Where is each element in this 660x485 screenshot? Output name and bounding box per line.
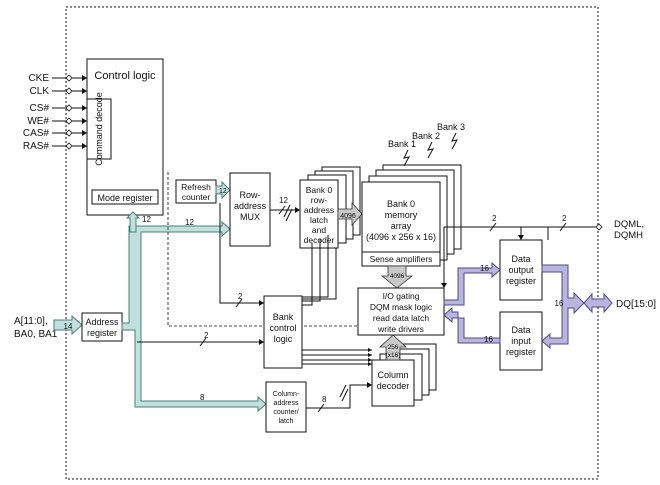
sense-4096-bus <box>380 265 414 289</box>
row-latch-label-1: Bank 0 <box>306 185 333 195</box>
pin-ras: RAS# <box>23 141 50 152</box>
address-register-block <box>81 312 123 342</box>
mode-register-block <box>91 189 159 205</box>
col-256-bus <box>378 334 408 361</box>
column-decoder-label-1: Column <box>377 370 408 380</box>
refresh-counter-label-2: counter <box>182 192 211 202</box>
bus-width-ctrl: 12 <box>142 215 151 224</box>
io-in-width: 16 <box>484 335 493 344</box>
dqm-label-1: DQML, <box>614 219 644 230</box>
io-gating-block <box>357 287 445 336</box>
io-gating-label-4: write drivers <box>377 324 424 334</box>
dq-bus <box>541 264 585 350</box>
address-register-label-2: register <box>87 328 117 338</box>
address-bus-main <box>121 220 267 413</box>
row-mux-label-3: MUX <box>240 212 260 222</box>
dq-pin-arrow <box>583 292 613 314</box>
column-counter-label-3: counter/ <box>273 409 298 416</box>
io-gating-label-2: DQM mask logic <box>370 302 433 312</box>
dqm-width-a: 2 <box>492 214 497 223</box>
command-decode-label: Command decode <box>94 92 104 166</box>
sense-4096-width: 4096 <box>390 273 405 280</box>
memory-label-1: Bank 0 <box>387 199 415 209</box>
io-to-output-bus <box>443 261 501 306</box>
row-latch-label-4: latch <box>310 215 328 225</box>
sense-amplifiers-label: Sense amplifiers <box>370 254 433 264</box>
bank-control-label-2: control <box>269 323 296 333</box>
bank2-label: Bank 2 <box>412 131 440 141</box>
mode-register-label: Mode register <box>97 193 152 203</box>
data-output-label-2: output <box>508 265 534 275</box>
dq-width: 16 <box>555 299 564 308</box>
pin-cs: CS# <box>30 103 50 114</box>
data-input-label-1: Data <box>511 325 530 335</box>
bank-control-label-1: Bank <box>273 312 294 322</box>
col-counter-out-width: 8 <box>322 395 327 404</box>
row-mux-label-2: address <box>234 201 267 211</box>
column-counter-label-1: Column- <box>273 391 300 398</box>
address-input-label-2: BA0, BA1 <box>14 329 58 340</box>
dqm-width-b: 2 <box>562 214 567 223</box>
row-4096-width: 4096 <box>340 213 356 220</box>
column-decoder-block <box>371 359 415 407</box>
address-input-label-1: A[11:0], <box>14 316 48 327</box>
row-mux-out-width: 12 <box>279 196 288 205</box>
control-logic-label: Control logic <box>94 70 156 82</box>
io-gating-label-3: read data latch <box>373 313 430 323</box>
bus-width-bank-addr: 2 <box>204 331 209 340</box>
column-counter-label-2: address <box>274 400 299 407</box>
row-4096-bus <box>337 201 363 227</box>
refresh-counter-label-1: Refresh <box>181 182 211 192</box>
column-decoder-label-2: decoder <box>377 381 410 391</box>
address-register-label-1: Address <box>85 317 119 327</box>
row-mux-block <box>229 172 271 247</box>
bus-width-12: 12 <box>185 218 194 227</box>
col-256-width-1: 256 <box>388 344 399 351</box>
pin-cas: CAS# <box>23 128 50 139</box>
pin-clk: CLK <box>30 86 50 97</box>
control-input-pins: CKE CLK CS# WE# CAS# RAS# <box>23 73 87 152</box>
row-latch-label-3: address <box>304 205 334 215</box>
data-output-label-3: register <box>506 276 536 286</box>
input-to-io-bus <box>443 306 501 344</box>
bank3-label: Bank 3 <box>437 122 465 132</box>
data-input-register-block <box>499 311 543 371</box>
column-counter-label-4: latch <box>279 418 294 425</box>
address-input-width: 14 <box>64 322 73 331</box>
pin-we: WE# <box>27 116 49 127</box>
row-mux-label-1: Row- <box>239 190 260 200</box>
bank1-label: Bank 1 <box>388 139 416 149</box>
pin-cke: CKE <box>28 73 49 84</box>
bus-width-8: 8 <box>200 393 205 402</box>
io-gating-label-1: I/O gating <box>383 291 420 301</box>
bank-control-label-3: logic <box>274 334 293 344</box>
bank-control-block <box>263 295 303 369</box>
address-input-bus <box>53 314 83 336</box>
refresh-bus <box>215 180 231 200</box>
row-latch-label-2: row- <box>311 195 328 205</box>
refresh-bus-width: 12 <box>219 188 227 195</box>
command-decode-block <box>86 98 112 160</box>
dqm-label-2: DQMH <box>614 230 643 241</box>
address-bus-to-control <box>125 211 141 233</box>
data-output-label-1: Data <box>511 254 530 264</box>
col-256-width-2: (x16) <box>386 352 401 359</box>
memory-label-3: array <box>391 221 412 231</box>
row-latch-label-5: and <box>312 225 326 235</box>
data-input-label-3: register <box>506 347 536 357</box>
memory-label-4: (4096 x 256 x 16) <box>366 232 436 242</box>
memory-array-stack <box>361 164 462 267</box>
dq-label: DQ[15:0] <box>616 299 656 310</box>
bus-width-bank-ctrl: 2 <box>238 292 243 301</box>
chip-boundary <box>65 6 599 480</box>
memory-label-2: memory <box>385 210 418 220</box>
io-out-width: 16 <box>480 264 489 273</box>
data-input-label-2: input <box>511 336 531 346</box>
column-counter-block <box>265 381 307 433</box>
row-latch-label-6: decoder <box>304 235 335 245</box>
